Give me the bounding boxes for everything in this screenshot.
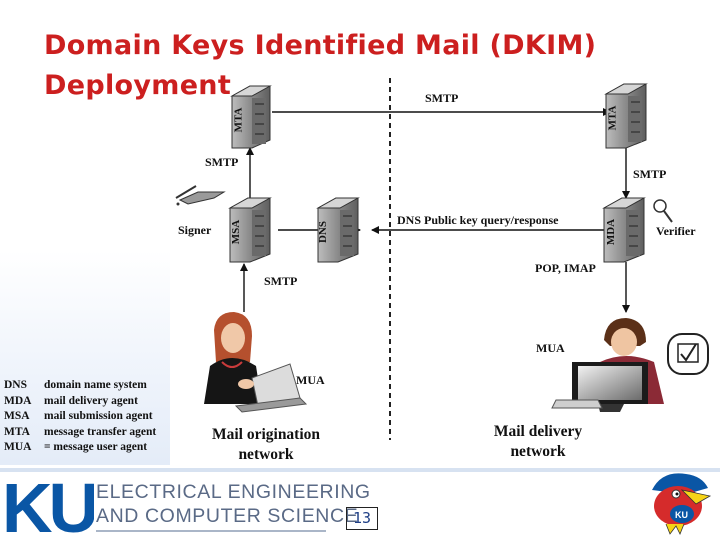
smtp-left-upper-label: SMTP bbox=[205, 155, 239, 169]
sender-user-illustration bbox=[204, 312, 308, 413]
msa-label: MSA bbox=[230, 219, 243, 245]
server-dns-icon bbox=[316, 197, 360, 263]
glossary-def: message transfer agent bbox=[44, 425, 157, 438]
delivery-line-2: network bbox=[510, 443, 566, 460]
dkim-diagram bbox=[175, 78, 709, 440]
glossary-abbr: DNS bbox=[4, 379, 28, 391]
glossary-row: MSA mail submission agent bbox=[4, 409, 156, 425]
department-line-1: ELECTRICAL ENGINEERING bbox=[96, 481, 371, 503]
verifier-label: Verifier bbox=[656, 224, 696, 238]
server-mta-right-icon bbox=[604, 83, 648, 149]
glossary-abbr: MUA bbox=[4, 441, 32, 454]
glossary-def: = message user agent bbox=[44, 441, 148, 454]
smtp-top-label: SMTP bbox=[425, 91, 459, 105]
delivery-network-caption: Mail delivery network bbox=[470, 422, 606, 462]
department-name: ELECTRICAL ENGINEERING AND COMPUTER SCIE… bbox=[96, 480, 371, 528]
verified-check-icon bbox=[667, 333, 709, 375]
signer-label: Signer bbox=[178, 223, 212, 237]
jayhawk-mascot-icon: KU bbox=[652, 473, 712, 535]
glossary-row: DNS domain name system bbox=[4, 378, 156, 394]
mua-right-label: MUA bbox=[536, 341, 565, 355]
smtp-left-lower-label: SMTP bbox=[264, 274, 298, 288]
verifier-magnifier-icon bbox=[653, 199, 673, 223]
title-line-1: Domain Keys Identified Mail (DKIM) bbox=[44, 30, 597, 61]
glossary-def: mail delivery agent bbox=[44, 394, 138, 407]
glossary-def: domain name system bbox=[44, 379, 147, 391]
signer-pen-icon bbox=[175, 185, 226, 206]
abbreviation-glossary: DNS domain name system MDA mail delivery a… bbox=[4, 378, 156, 456]
server-msa-icon bbox=[228, 197, 272, 263]
origination-line-2: network bbox=[238, 446, 294, 463]
background-fade bbox=[0, 250, 170, 465]
department-underline bbox=[96, 530, 326, 532]
dns-label: DNS bbox=[317, 220, 330, 244]
slide-title: Domain Keys Identified Mail (DKIM) Deplo… bbox=[44, 26, 596, 106]
mua-left-label: MUA bbox=[296, 373, 325, 387]
pop-imap-label: POP, IMAP bbox=[535, 261, 596, 275]
mta-right-label: MTA bbox=[606, 105, 619, 131]
mda-label: MDA bbox=[605, 218, 618, 246]
ku-logo: KU bbox=[2, 474, 94, 538]
origination-line-1: Mail origination bbox=[211, 426, 321, 443]
glossary-abbr: MTA bbox=[4, 425, 30, 438]
delivery-line-1: Mail delivery bbox=[493, 423, 583, 440]
title-line-2: Deployment bbox=[44, 70, 232, 101]
smtp-right-label: SMTP bbox=[633, 167, 667, 181]
glossary-row: MUA = message user agent bbox=[4, 440, 156, 456]
dns-query-label: DNS Public key query/response bbox=[397, 213, 559, 227]
jayhawk-sweater-text: KU bbox=[675, 510, 688, 520]
department-line-2: AND COMPUTER SCIENCE bbox=[96, 505, 359, 527]
ku-logo-letters: KU bbox=[2, 474, 94, 538]
server-mda-icon bbox=[602, 197, 646, 263]
glossary-row: MTA message transfer agent bbox=[4, 425, 156, 441]
recipient-user-illustration bbox=[551, 318, 664, 412]
origination-network-caption: Mail origination network bbox=[196, 425, 336, 465]
footer-divider bbox=[0, 468, 720, 472]
server-mta-left-icon bbox=[230, 85, 272, 149]
page-number: 13 bbox=[346, 507, 378, 530]
mta-left-label: MTA bbox=[232, 107, 245, 133]
glossary-row: MDA mail delivery agent bbox=[4, 394, 156, 410]
glossary-def: mail submission agent bbox=[44, 410, 153, 423]
glossary-abbr: MDA bbox=[4, 394, 32, 407]
glossary-abbr: MSA bbox=[4, 410, 30, 423]
